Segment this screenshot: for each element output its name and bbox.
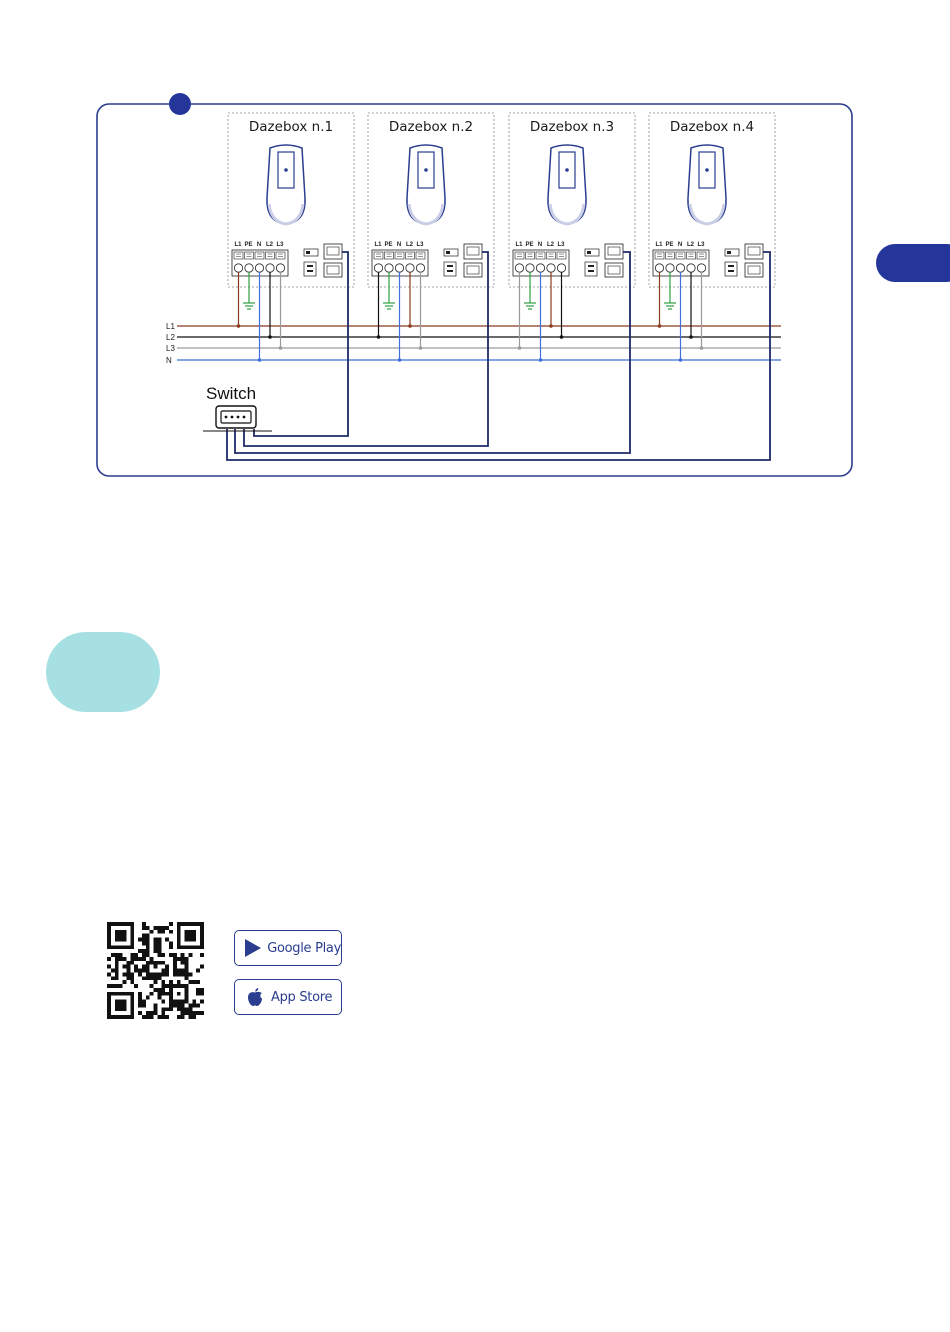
unit-title: Dazebox n.4 xyxy=(670,119,754,135)
apple-icon xyxy=(244,986,266,1008)
comm-connectors xyxy=(304,244,342,277)
terminal-label: PE xyxy=(525,242,533,248)
app-store-button[interactable]: App Store xyxy=(234,979,342,1015)
terminal-label: PE xyxy=(244,242,252,248)
data-cable xyxy=(227,252,770,460)
supply-line-label: L3 xyxy=(166,344,175,353)
unit-title: Dazebox n.2 xyxy=(389,119,473,135)
terminal-label: N xyxy=(538,242,542,248)
section-marker xyxy=(46,632,160,712)
play-triangle-icon xyxy=(244,937,262,959)
unit-title: Dazebox n.1 xyxy=(249,119,333,135)
charger-icon xyxy=(548,145,586,224)
terminal-label: L1 xyxy=(515,242,523,248)
terminal-label: L3 xyxy=(697,242,705,248)
comm-connectors xyxy=(585,244,623,277)
supply-line-label: L1 xyxy=(166,322,175,331)
terminal-label: L3 xyxy=(416,242,424,248)
comm-connectors xyxy=(444,244,482,277)
supply-line-label: N xyxy=(166,356,172,365)
side-tab[interactable] xyxy=(876,244,950,282)
terminal-label: L1 xyxy=(655,242,663,248)
frame-dot xyxy=(169,93,191,115)
charger-icon xyxy=(407,145,445,224)
terminal-label: L3 xyxy=(276,242,284,248)
network-switch: Switch xyxy=(203,384,272,431)
terminal-label: L3 xyxy=(557,242,565,248)
terminal-label: N xyxy=(397,242,401,248)
data-cable xyxy=(235,252,630,453)
terminal-label: L1 xyxy=(374,242,382,248)
terminal-label: L2 xyxy=(687,242,695,248)
app-store-label: App Store xyxy=(271,990,332,1005)
comm-connectors xyxy=(725,244,763,277)
terminal-label: L2 xyxy=(406,242,414,248)
google-play-button[interactable]: Google Play xyxy=(234,930,342,966)
terminal-label: N xyxy=(678,242,682,248)
supply-line-label: L2 xyxy=(166,333,175,342)
terminal-label: L2 xyxy=(266,242,274,248)
supply-line-l3: L3 xyxy=(166,344,781,353)
terminal-label: L2 xyxy=(547,242,555,248)
qr-code xyxy=(107,922,204,1019)
terminal-label: PE xyxy=(665,242,673,248)
terminal-label: N xyxy=(257,242,261,248)
google-play-label: Google Play xyxy=(267,941,341,956)
terminal-label: L1 xyxy=(234,242,242,248)
switch-label: Switch xyxy=(206,384,256,403)
diagram-frame xyxy=(97,104,852,476)
charger-icon xyxy=(688,145,726,224)
charger-icon xyxy=(267,145,305,224)
unit-title: Dazebox n.3 xyxy=(530,119,614,135)
supply-line-l2: L2 xyxy=(166,333,781,342)
data-cable xyxy=(254,252,348,436)
supply-line-l1: L1 xyxy=(166,322,781,331)
terminal-label: PE xyxy=(384,242,392,248)
